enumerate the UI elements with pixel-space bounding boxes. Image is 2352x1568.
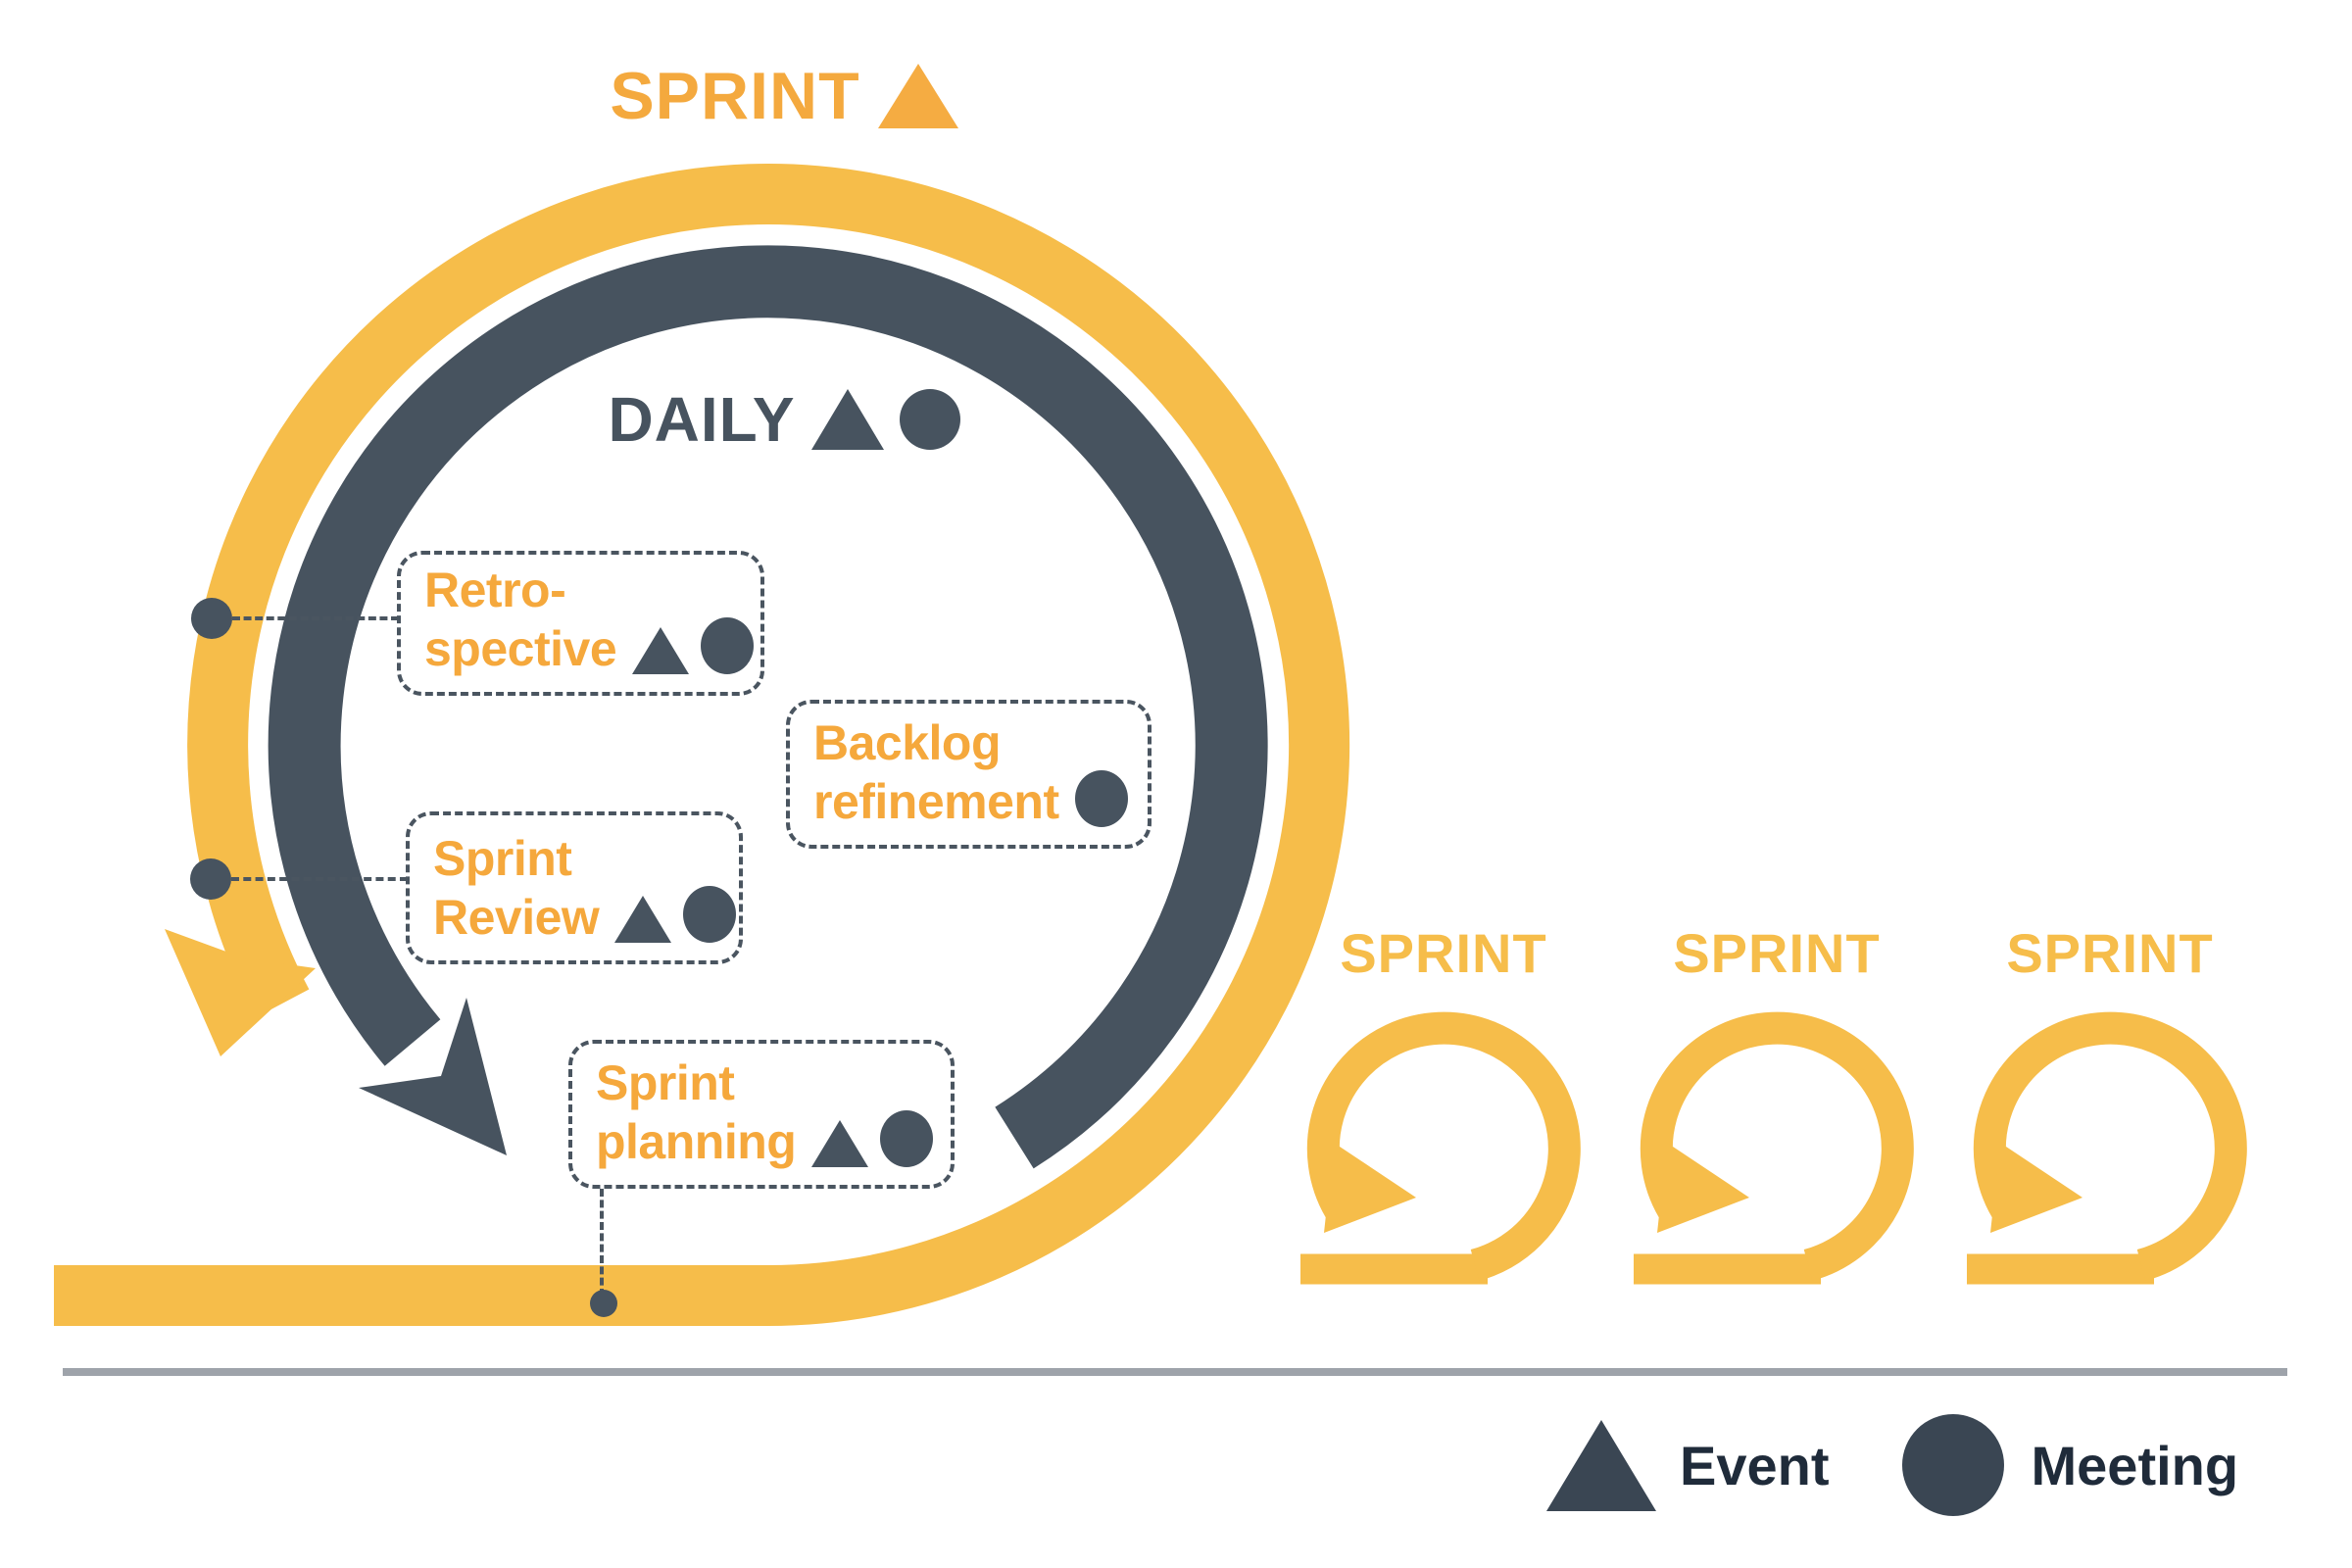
sprint-planning-label: Sprint planning — [596, 1055, 797, 1169]
sprint-review-label: Sprint Review — [433, 831, 600, 945]
meeting-circle-icon — [880, 1110, 934, 1167]
meeting-circle-icon — [701, 617, 755, 674]
event-triangle-icon — [810, 389, 884, 450]
sprint-review-connector-line — [231, 877, 408, 881]
sprint-review-anchor-dot — [190, 858, 231, 900]
event-triangle-icon — [614, 896, 672, 943]
mini-sprint-label-2: SPRINT — [1673, 922, 1881, 984]
sprint-loop-arrow — [54, 164, 1350, 1326]
legend-event-label: Event — [1680, 1434, 1830, 1496]
mini-sprint-label-3: SPRINT — [2006, 922, 2214, 984]
daily-loop-arrow — [268, 245, 1268, 1169]
meeting-circle-icon — [1074, 770, 1128, 827]
meeting-circle-icon — [683, 886, 737, 943]
sprint-loop-arrowhead — [165, 929, 316, 1056]
daily-label-group: DAILY — [588, 384, 980, 455]
event-triangle-icon — [1546, 1419, 1656, 1511]
retrospective-box: Retro- spective — [397, 551, 764, 696]
daily-loop-arrowhead — [359, 998, 507, 1155]
sprint-planning-connector-line — [600, 1189, 604, 1297]
retrospective-connector-line — [232, 616, 399, 620]
separator-line — [63, 1368, 2287, 1376]
mini-sprint-loop-1 — [1300, 1011, 1581, 1285]
meeting-circle-icon — [1901, 1414, 2004, 1516]
backlog-refinement-box: Backlog refinement — [786, 700, 1152, 849]
backlog-refinement-label: Backlog refinement — [813, 715, 1059, 829]
diagram-title: SPRINT — [490, 55, 1078, 137]
event-triangle-icon — [632, 627, 690, 674]
legend-meeting-label: Meeting — [2031, 1434, 2239, 1496]
sprint-planning-box: Sprint planning — [568, 1040, 955, 1189]
mini-sprint-loop-2 — [1634, 1011, 1914, 1285]
legend: Event Meeting — [1546, 1407, 2238, 1523]
mini-sprint-label-1: SPRINT — [1340, 922, 1547, 984]
daily-label: DAILY — [608, 384, 796, 455]
title-sprint-label: SPRINT — [610, 59, 860, 133]
event-triangle-icon — [877, 64, 958, 128]
event-triangle-icon — [811, 1120, 869, 1167]
sprint-review-box: Sprint Review — [406, 811, 743, 964]
meeting-circle-icon — [899, 389, 960, 450]
retrospective-label: Retro- spective — [424, 563, 617, 676]
mini-sprint-loop-3 — [1967, 1011, 2247, 1285]
sprint-planning-anchor-dot — [590, 1290, 617, 1317]
retrospective-anchor-dot — [191, 598, 232, 639]
